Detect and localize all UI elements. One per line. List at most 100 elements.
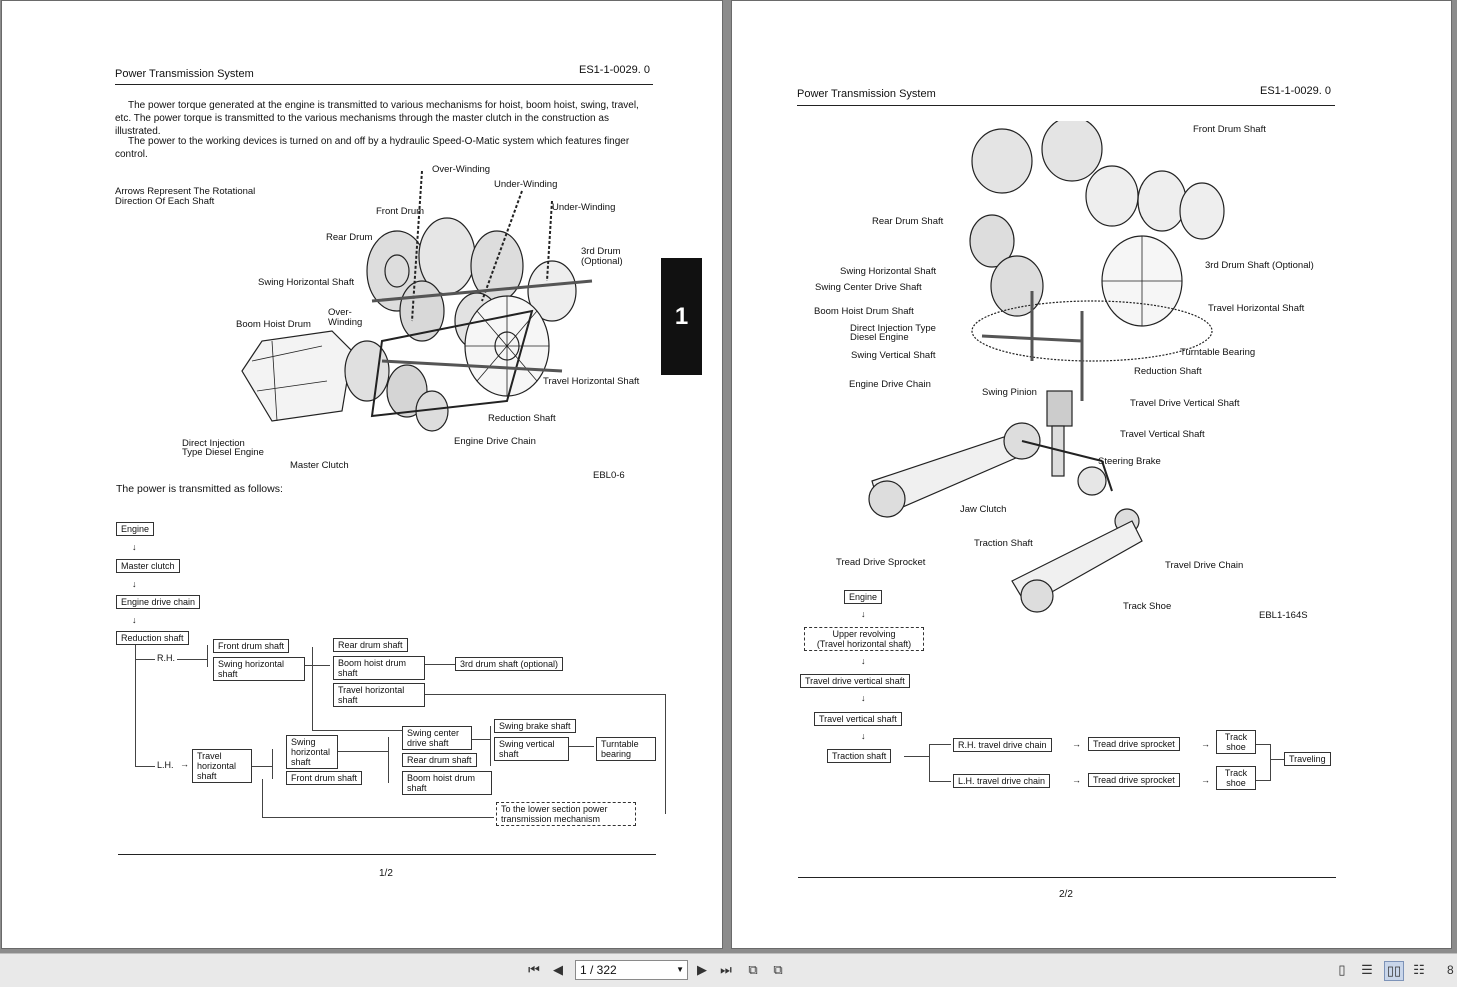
flow-track-shoe-1: Track shoe	[1216, 730, 1256, 754]
document-page-1: Power Transmission System ES1-1-0029. 0 …	[1, 0, 723, 949]
label-type-diesel-engine: Type Diesel Engine	[182, 447, 264, 458]
label-direct-injection-type: Direct Injection Type	[850, 323, 936, 334]
flow-engine: Engine	[116, 522, 155, 536]
flow-travel-vertical-shaft: Travel vertical shaft	[814, 712, 902, 726]
flow-arrow: →	[1072, 775, 1081, 785]
flow-travel-drive-vertical-shaft: Travel drive vertical shaft	[800, 674, 910, 688]
flow-line	[312, 647, 313, 731]
flow-front-drum-shaft-lh: Front drum shaft	[286, 771, 363, 785]
flow-line	[338, 751, 388, 752]
label-over-winding: Over-Winding	[432, 164, 491, 175]
label-swing-horizontal-shaft: Swing Horizontal Shaft	[258, 277, 355, 288]
flow-travel-horizontal-shaft-lh: Travel horizontal shaft	[192, 749, 252, 783]
flow-track-shoe-2: Track shoe	[1216, 766, 1256, 790]
paragraph-2: The power to the working devices is turn…	[115, 136, 630, 160]
flow-third-drum-shaft: 3rd drum shaft (optional)	[455, 657, 564, 671]
flow-arrow: ↓	[861, 731, 866, 741]
flow-line	[1270, 744, 1271, 781]
label-boom-hoist-drum-shaft: Boom Hoist Drum Shaft	[814, 306, 914, 317]
power-train-illustration	[241, 171, 593, 432]
flow-line	[177, 659, 207, 660]
flow-swing-horizontal-shaft-lh: Swing horizontal shaft	[286, 735, 338, 769]
flow-rh-travel-drive-chain: R.H. travel drive chain	[953, 738, 1052, 752]
flow-engine: Engine	[844, 590, 883, 604]
flow-arrow: ↓	[132, 542, 137, 552]
page-number-field[interactable]: 1 / 322 ▼	[575, 960, 688, 980]
label-engine-drive-chain: Engine Drive Chain	[454, 436, 536, 447]
dropdown-icon[interactable]: ▼	[676, 965, 684, 974]
flow-line	[135, 645, 136, 767]
flow-line	[929, 744, 951, 745]
flow-turntable-bearing: Turntable bearing	[596, 737, 656, 761]
flow-engine-drive-chain: Engine drive chain	[116, 595, 201, 609]
flow-line	[252, 766, 272, 767]
figure-code: EBL0-6	[593, 470, 625, 481]
flow-lh-label: L.H.	[157, 760, 174, 770]
flow-line	[1256, 744, 1270, 745]
single-page-icon[interactable]: ▯	[1338, 962, 1346, 977]
continuous-icon[interactable]: ☰	[1361, 962, 1373, 977]
flow-line	[425, 664, 455, 665]
prev-view-icon[interactable]: ⧉	[748, 962, 758, 977]
label-swing-center-drive-shaft: Swing Center Drive Shaft	[815, 282, 922, 293]
label-under-winding-2: Under-Winding	[552, 202, 616, 213]
label-diesel-engine: Diesel Engine	[850, 332, 909, 343]
last-page-icon[interactable]: ⏭	[720, 962, 732, 977]
header-rule	[797, 105, 1335, 106]
page-header-title: Power Transmission System	[115, 68, 254, 80]
flow-swing-horizontal-shaft: Swing horizontal shaft	[213, 657, 305, 681]
label-third-drum: 3rd Drum	[581, 246, 621, 257]
flow-arrow: →	[1201, 739, 1210, 749]
flow-line	[1270, 759, 1284, 760]
flow-arrow: ↓	[861, 656, 866, 666]
paragraph-1: The power torque generated at the engine…	[115, 100, 639, 137]
zoom-partial[interactable]: 8	[1447, 963, 1454, 977]
flow-line	[262, 779, 263, 817]
first-page-icon[interactable]: ⏮	[528, 962, 540, 977]
footer-rule	[118, 854, 656, 855]
flow-rear-drum-shaft: Rear drum shaft	[333, 638, 408, 652]
flow-upper-revolving: Upper revolving (Travel horizontal shaft…	[804, 627, 924, 651]
flow-arrow: ↓	[132, 579, 137, 589]
label-under-winding-1: Under-Winding	[494, 179, 558, 190]
label-front-drum-shaft: Front Drum Shaft	[1193, 124, 1266, 135]
flow-arrow: →	[1201, 775, 1210, 785]
page-number-value: 1 / 322	[580, 963, 617, 977]
flow-boom-hoist-drum-shaft-lh: Boom hoist drum shaft	[402, 771, 492, 795]
label-front-drum: Front Drum	[376, 206, 425, 217]
flow-line	[305, 665, 330, 666]
section-tab: 1	[661, 258, 702, 375]
label-tread-drive-sprocket: Tread Drive Sprocket	[836, 557, 926, 568]
label-reduction-shaft: Reduction Shaft	[488, 413, 556, 424]
label-travel-horizontal-shaft: Travel Horizontal Shaft	[1208, 303, 1305, 314]
doc-code: ES1-1-0029. 0	[1260, 85, 1331, 97]
flow-rear-drum-shaft-lh: Rear drum shaft	[402, 753, 477, 767]
flow-line	[904, 756, 929, 757]
label-swing-vertical-shaft: Swing Vertical Shaft	[851, 350, 936, 361]
next-view-icon[interactable]: ⧉	[773, 962, 783, 977]
flow-swing-center-drive-shaft: Swing center drive shaft	[402, 726, 472, 750]
prev-page-icon[interactable]: ◀	[553, 962, 563, 977]
flow-arrow: ↓	[861, 693, 866, 703]
next-page-icon[interactable]: ▶	[697, 962, 707, 977]
facing-icon[interactable]: ▯▯	[1384, 961, 1404, 981]
label-master-clutch: Master Clutch	[290, 460, 349, 471]
label-travel-drive-vertical-shaft: Travel Drive Vertical Shaft	[1130, 398, 1240, 409]
undercarriage-illustration	[868, 121, 1225, 613]
arrow-note: Arrows Represent The Rotational Directio…	[115, 186, 256, 207]
footer-rule	[798, 877, 1336, 878]
document-page-2: Power Transmission System ES1-1-0029. 0	[731, 0, 1452, 949]
continuous-facing-icon[interactable]: ☷	[1413, 962, 1425, 977]
flow-tread-drive-sprocket-2: Tread drive sprocket	[1088, 773, 1180, 787]
label-travel-horizontal-shaft: Travel Horizontal Shaft	[543, 376, 640, 387]
label-third-drum-shaft: 3rd Drum Shaft (Optional)	[1205, 260, 1314, 271]
flow-line	[425, 694, 665, 695]
label-swing-pinion: Swing Pinion	[982, 387, 1037, 398]
label-jaw-clutch: Jaw Clutch	[960, 504, 1007, 515]
flow-line	[262, 817, 494, 818]
label-turntable-bearing: Turntable Bearing	[1180, 347, 1256, 358]
flow-lower-section: To the lower section power transmission …	[496, 802, 636, 826]
flow-line	[135, 766, 155, 767]
flow-swing-brake-shaft: Swing brake shaft	[494, 719, 576, 733]
flow-upper-revolving-title: Upper revolving	[832, 629, 896, 639]
